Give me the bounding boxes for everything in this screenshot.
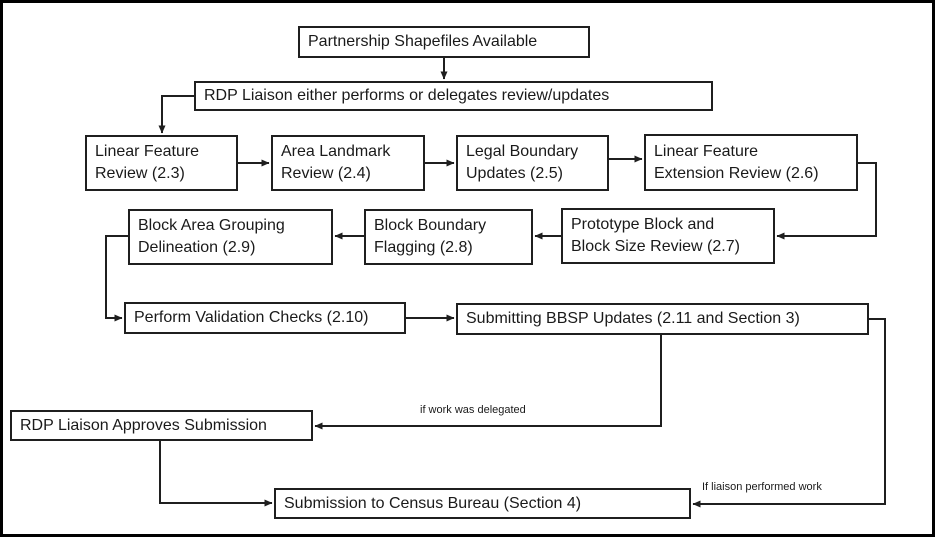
node-area-landmark-review-2-4: Area Landmark Review (2.4) (271, 135, 425, 191)
edge-2-6-to-2-7 (776, 162, 877, 240)
node-prototype-block-size-review-2-7: Prototype Block and Block Size Review (2… (561, 208, 775, 264)
node-submitting-bbsp-updates: Submitting BBSP Updates (2.11 and Sectio… (456, 303, 869, 335)
node-linear-feature-review-2-3: Linear Feature Review (2.3) (85, 135, 238, 191)
connector-lines (105, 58, 886, 508)
node-rdp-liaison-approves-submission: RDP Liaison Approves Submission (10, 410, 313, 441)
edge-submitting-to-rdp-approves (314, 335, 662, 430)
edge-rdp-approves-to-census (159, 441, 273, 507)
edge-label-if-liaison-performed-work: If liaison performed work (702, 481, 822, 493)
node-linear-feature-extension-review-2-6: Linear Feature Extension Review (2.6) (644, 134, 858, 191)
node-legal-boundary-updates-2-5: Legal Boundary Updates (2.5) (456, 135, 609, 191)
node-block-boundary-flagging-2-8: Block Boundary Flagging (2.8) (364, 209, 533, 265)
node-partnership-shapefiles-available: Partnership Shapefiles Available (298, 26, 590, 58)
edge-rdp-review-to-linear-feature-review (158, 95, 194, 134)
node-rdp-liaison-review: RDP Liaison either performs or delegates… (194, 81, 713, 111)
edge-label-if-work-was-delegated: if work was delegated (420, 404, 526, 416)
node-block-area-grouping-delineation-2-9: Block Area Grouping Delineation (2.9) (128, 209, 333, 265)
node-submission-to-census-bureau: Submission to Census Bureau (Section 4) (274, 488, 691, 519)
edge-2-9-to-2-10 (105, 235, 128, 322)
edge-submitting-to-census (692, 318, 886, 508)
node-perform-validation-checks-2-10: Perform Validation Checks (2.10) (124, 302, 406, 334)
